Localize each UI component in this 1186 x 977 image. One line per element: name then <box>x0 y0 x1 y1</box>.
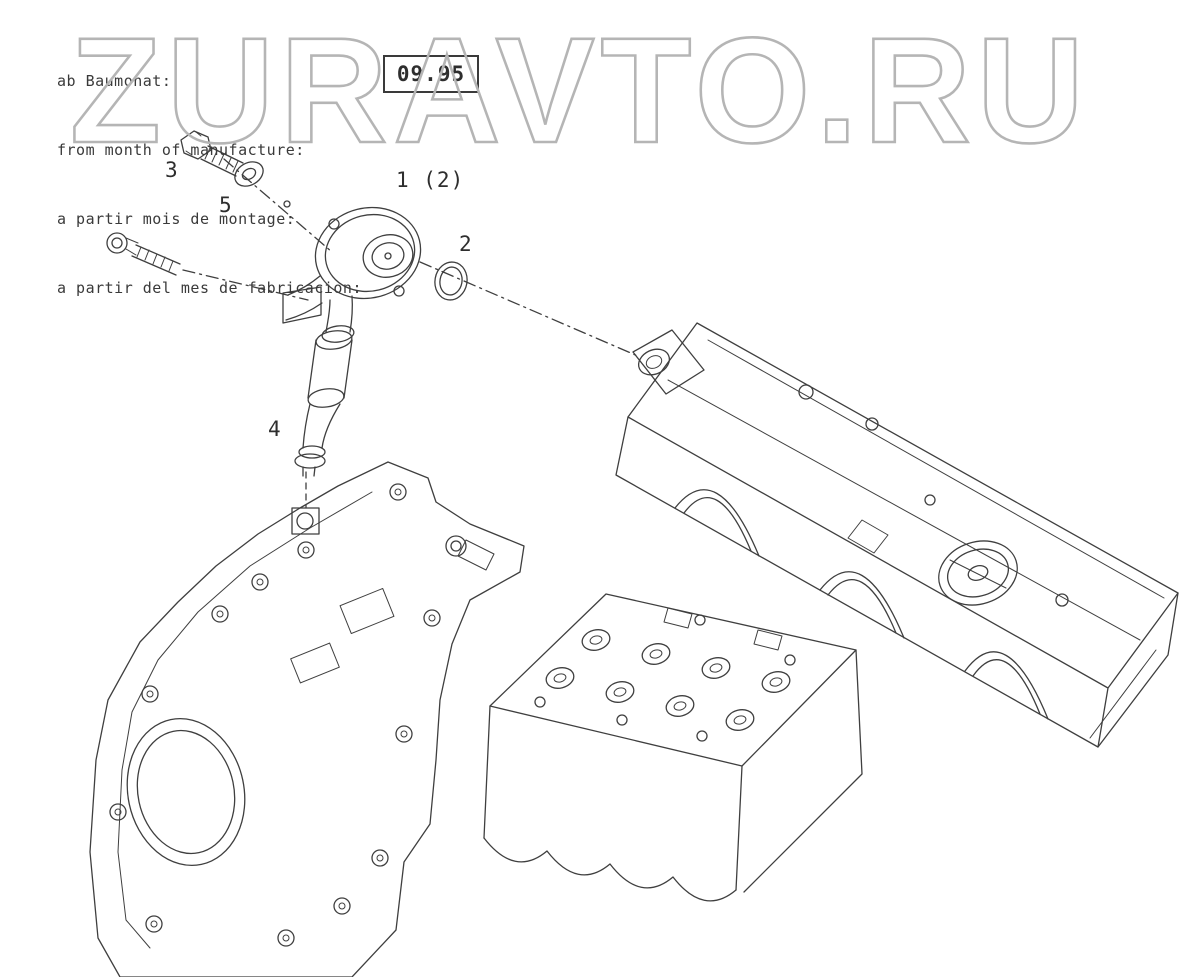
note-line-de: ab Baumonat: <box>57 72 172 90</box>
mounting-bolt-drawing <box>180 130 244 177</box>
washer-drawing <box>234 161 264 187</box>
date-box: 09.95 <box>383 55 479 93</box>
bolt-holes <box>109 483 441 947</box>
tube-port <box>291 507 320 535</box>
callout-1-2: 1 (2) <box>396 168 465 192</box>
date-value: 09.95 <box>396 62 466 86</box>
valve-cover-drawing <box>615 322 1179 748</box>
manufacture-date-note: ab Baumonat: from month of manufacture: … <box>57 24 362 346</box>
note-line-en: from month of manufacture: <box>57 141 305 159</box>
note-line-fr: a partir mois de montage: <box>57 210 296 228</box>
breather-assembly-drawing <box>282 206 422 477</box>
gasket-ring-drawing <box>434 261 468 301</box>
engine-front-cover-drawing <box>89 461 525 977</box>
flange-bolt-drawing <box>106 232 181 276</box>
oil-filler-cap-drawing <box>938 540 1018 606</box>
callout-4: 4 <box>268 417 282 441</box>
note-line-es: a partir del mes de fabricacion: <box>57 279 362 297</box>
oil-filler-tube-drawing <box>294 403 341 477</box>
callout-3: 3 <box>165 158 179 182</box>
callout-5: 5 <box>219 193 233 217</box>
callout-2: 2 <box>459 232 473 256</box>
valve-ports <box>545 629 791 731</box>
cylinder-head-drawing <box>483 593 863 902</box>
